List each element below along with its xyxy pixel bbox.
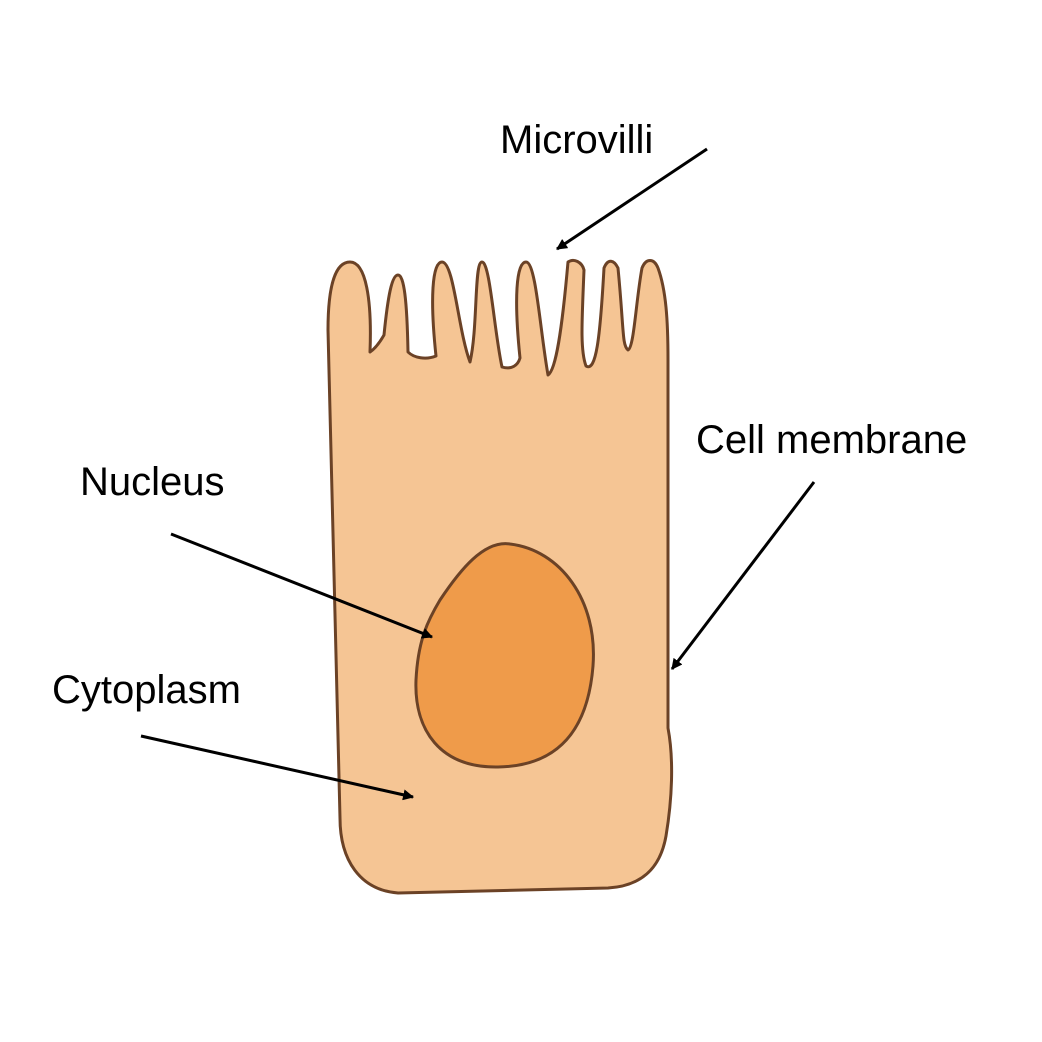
microvilli-label: Microvilli	[500, 118, 654, 162]
cytoplasm-label: Cytoplasm	[52, 668, 241, 712]
nucleus-shape	[414, 542, 595, 769]
microvilli-arrow	[556, 147, 708, 251]
nucleus-label: Nucleus	[80, 460, 225, 504]
cytoplasm-arrow	[140, 734, 415, 801]
nucleus-arrow	[170, 532, 434, 639]
cell-membrane-arrow	[670, 481, 816, 670]
cell-membrane-label: Cell membrane	[696, 418, 968, 462]
